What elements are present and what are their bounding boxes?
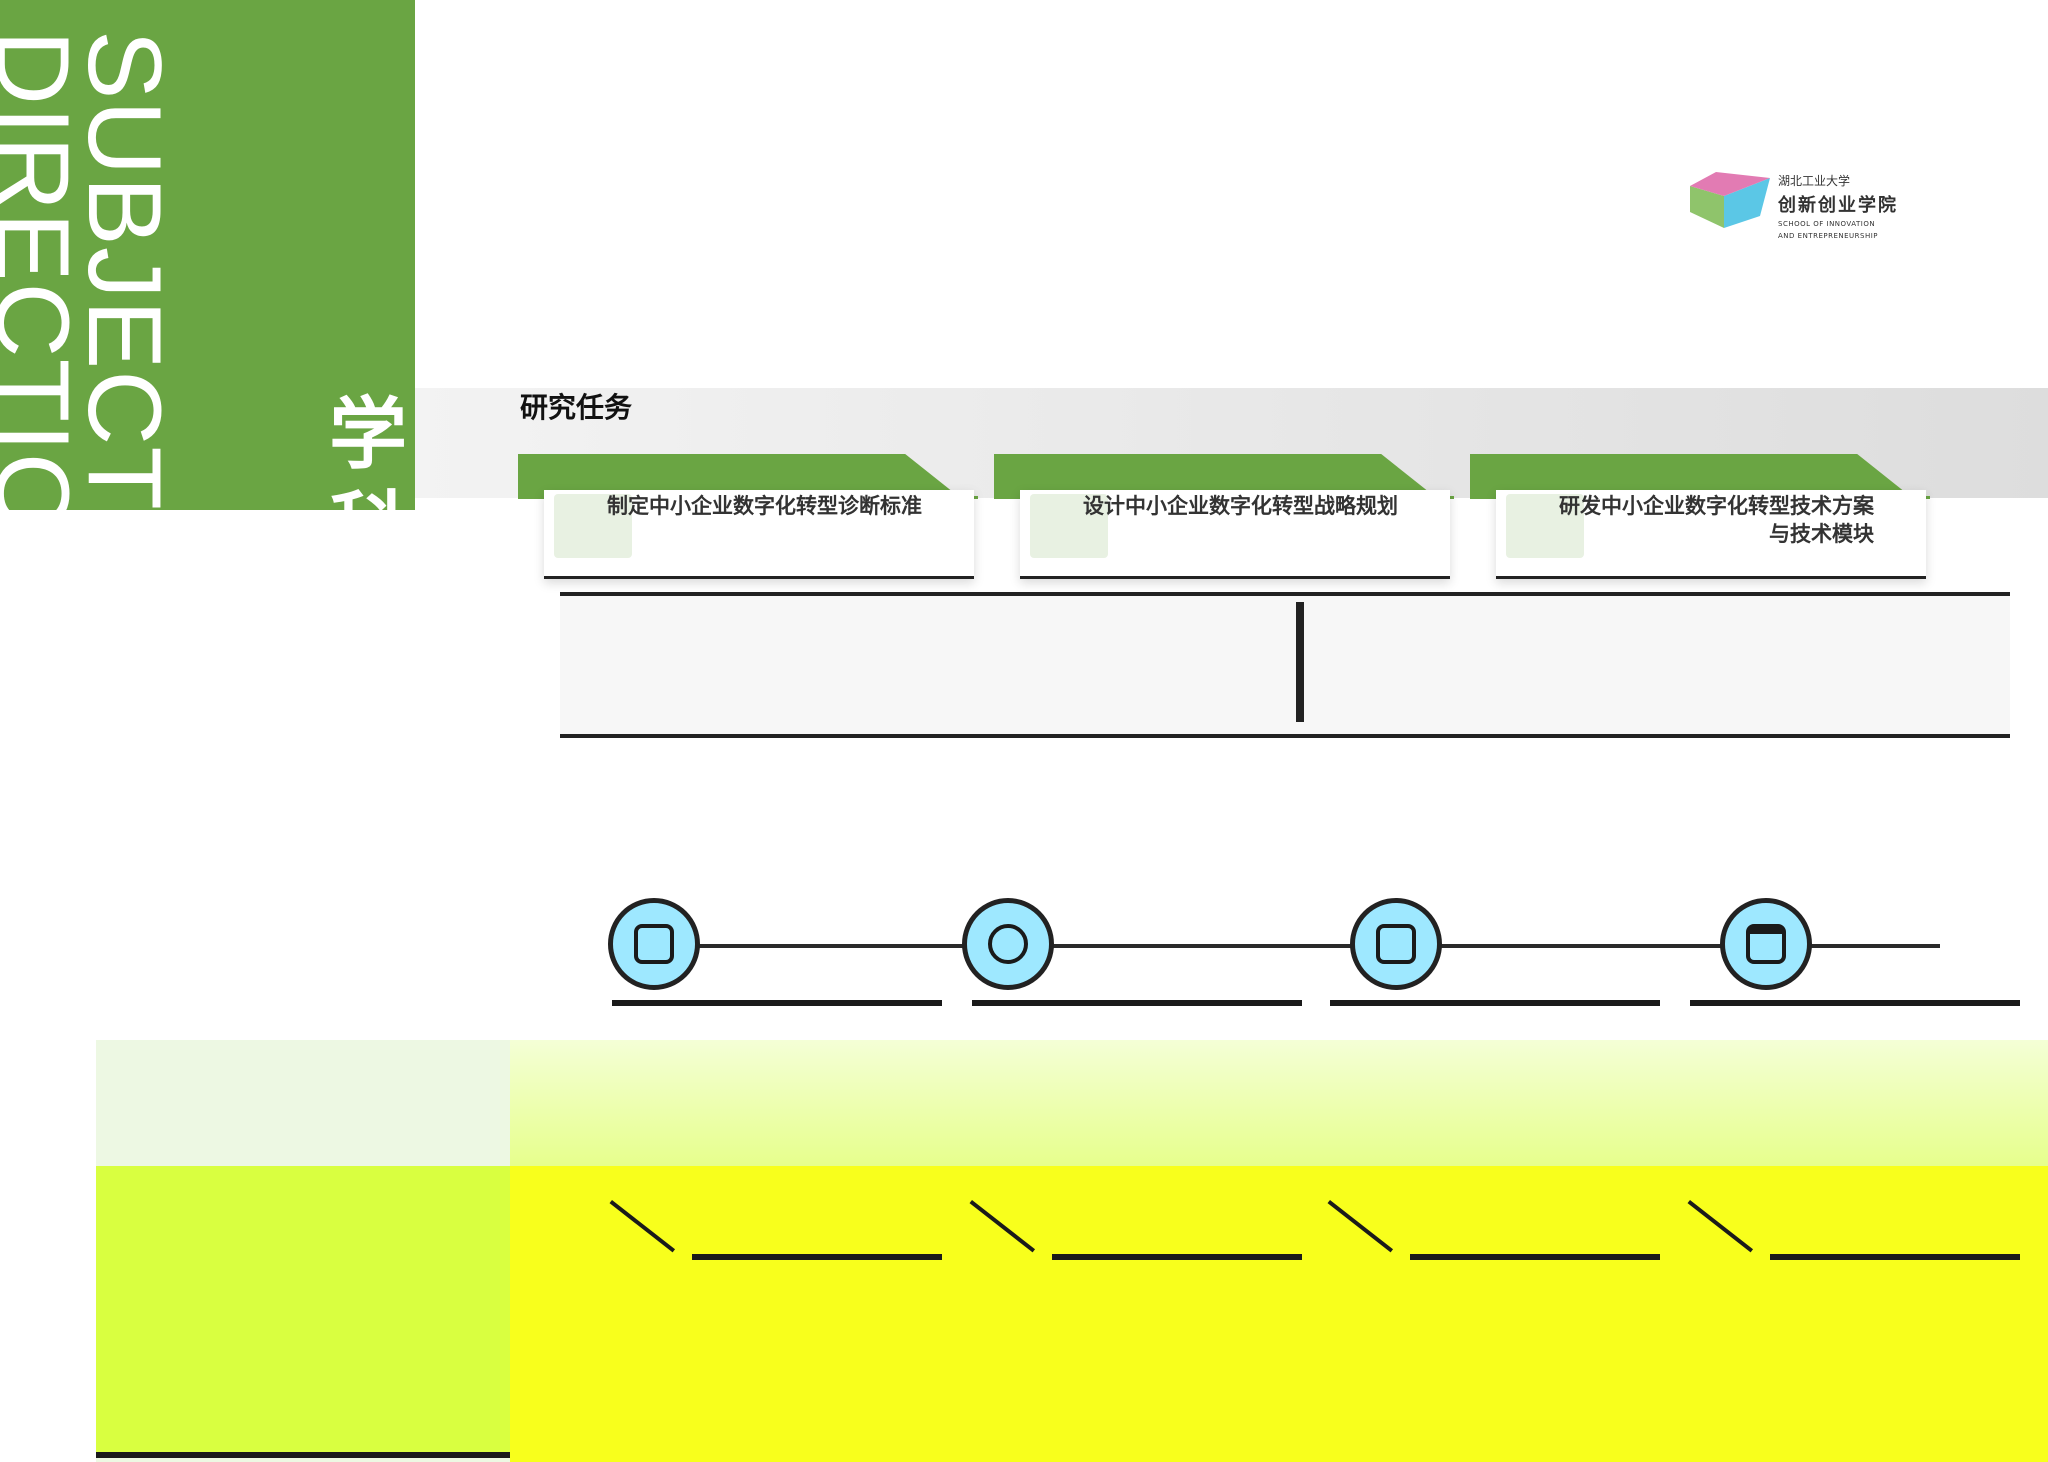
task-label: 制定中小企业数字化转型诊断标准 <box>607 494 922 518</box>
left-banner <box>0 0 415 510</box>
path-column <box>969 1000 1302 1264</box>
logo-english-1: SCHOOL OF INNOVATION <box>1778 220 1876 228</box>
task-tab <box>994 454 1434 496</box>
path-column <box>1327 1000 1660 1264</box>
banner-chinese-title: 学科方向 <box>328 390 407 762</box>
chip-icon <box>1350 898 1442 990</box>
task-icon <box>554 494 632 558</box>
path-column <box>1687 1000 2020 1264</box>
path-connector-line <box>640 944 1940 948</box>
task-tab <box>518 454 958 496</box>
college-logo-icon <box>1690 172 1770 228</box>
college-logo-text: 湖北工业大学 创新创业学院 SCHOOL OF INNOVATION AND E… <box>1778 172 1898 241</box>
path-column <box>609 1000 942 1264</box>
research-task-card: 研发中小企业数字化转型技术方案与技术模块 <box>1470 454 1930 579</box>
task-icon <box>1030 494 1108 558</box>
middle-strip <box>560 592 2010 738</box>
yellow-band <box>510 1166 2048 1462</box>
research-task-card: 设计中小企业数字化转型战略规划 <box>994 454 1454 579</box>
task-tab <box>1470 454 1910 496</box>
lower-left-panel-base <box>96 1166 510 1458</box>
document-icon <box>608 898 700 990</box>
banner-english-title: SUBJECT DIRECTION <box>0 30 182 611</box>
logo-college: 创新创业学院 <box>1778 195 1898 216</box>
task-icon <box>1506 494 1584 558</box>
task-label: 设计中小企业数字化转型战略规划 <box>1083 494 1398 518</box>
yellow-fade <box>510 1040 2048 1170</box>
research-title: 研究任务 <box>520 391 633 424</box>
strip-divider <box>1296 602 1304 722</box>
window-icon <box>1720 898 1812 990</box>
logo-english-2: AND ENTREPRENEURSHIP <box>1778 232 1879 240</box>
task-label: 研发中小企业数字化转型技术方案与技术模块 <box>1559 494 1874 546</box>
search-icon <box>962 898 1054 990</box>
research-task-card: 制定中小企业数字化转型诊断标准 <box>518 454 978 579</box>
logo-university: 湖北工业大学 <box>1778 174 1851 188</box>
